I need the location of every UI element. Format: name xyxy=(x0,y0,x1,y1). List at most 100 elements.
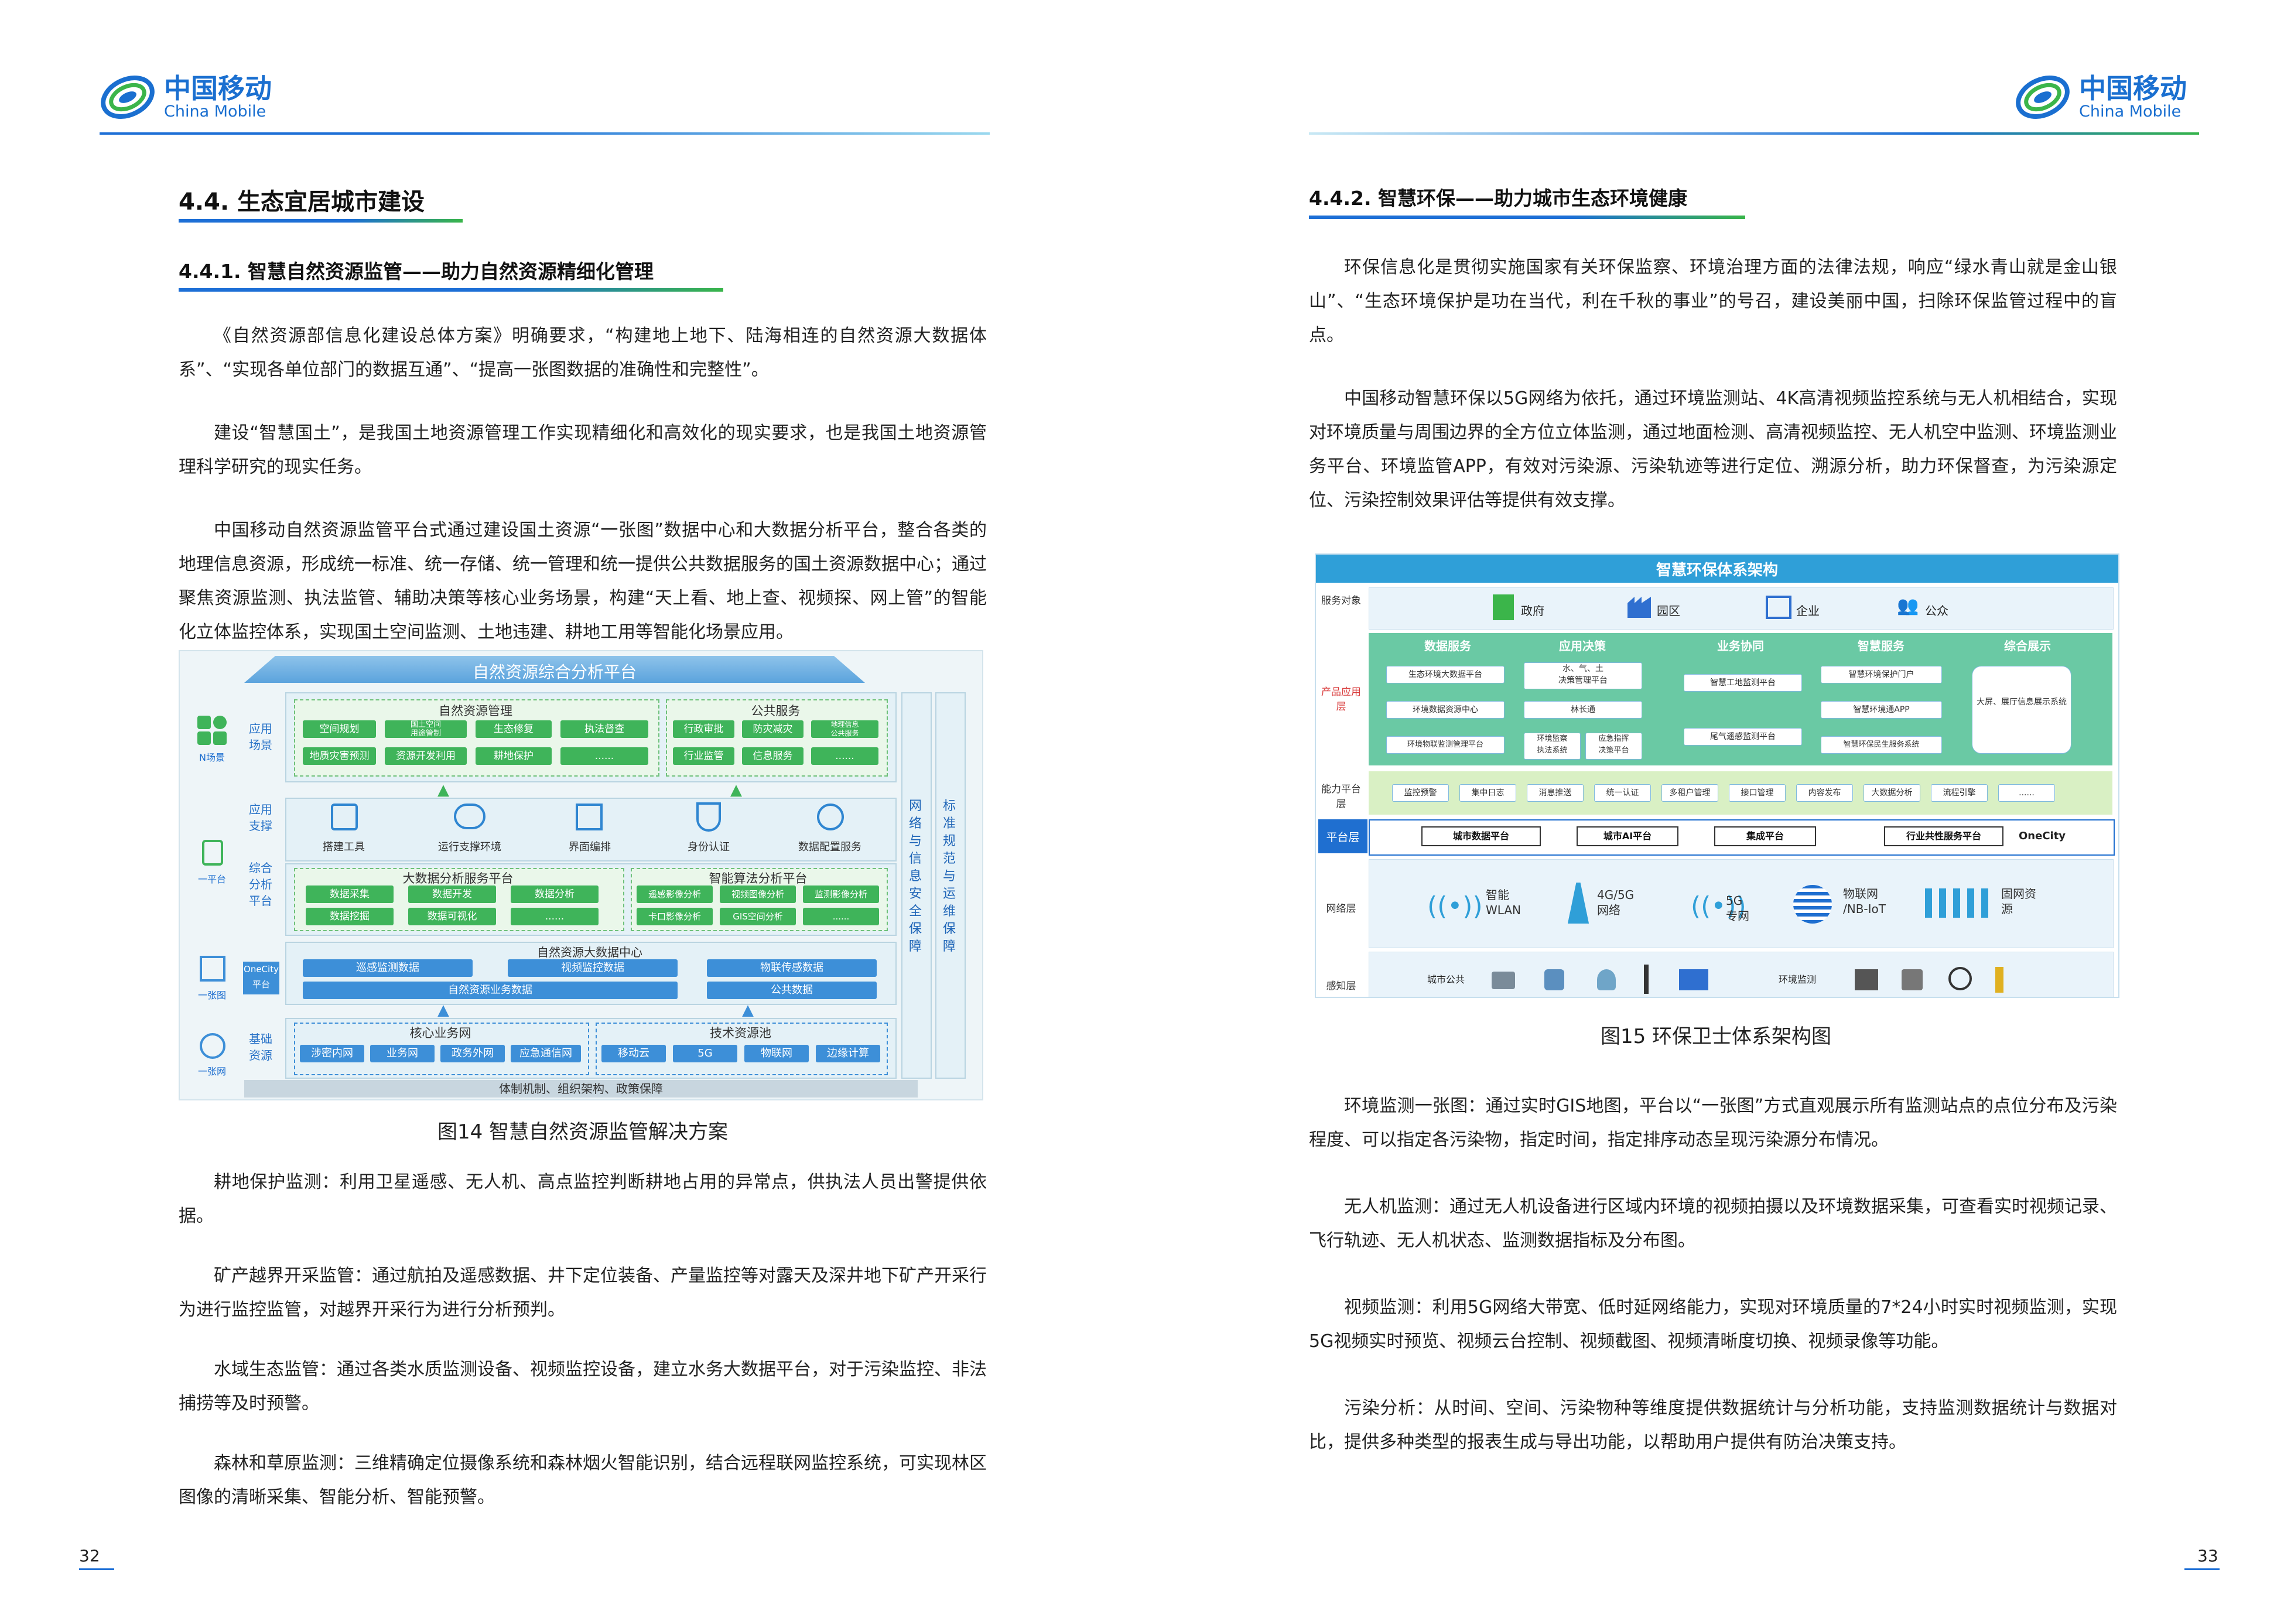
chip: 行业监管 xyxy=(673,747,734,765)
product-item: 环境数据资源中心 xyxy=(1386,701,1505,719)
paragraph: 污染分析：从时间、空间、污染物种等维度提供数据统计与分析功能，支持监测数据统计与… xyxy=(1309,1398,2117,1452)
figure-15-caption: 图15 环保卫士体系架构图 xyxy=(1600,1025,1832,1048)
server-icon xyxy=(1925,888,1989,918)
chip: 政务外网 xyxy=(440,1045,505,1062)
service-label: 园区 xyxy=(1657,604,1680,618)
service-label: 企业 xyxy=(1796,604,1820,618)
enterprise-icon xyxy=(1766,596,1791,619)
chip: ...... xyxy=(560,747,648,765)
chip: 业务网 xyxy=(370,1045,435,1062)
cloud-icon xyxy=(454,804,485,829)
chip: 涉密内网 xyxy=(300,1045,364,1062)
people-icon: 👥 xyxy=(1897,596,1919,616)
subsection-title: 4.4.2. 智慧环保——助力城市生态环境健康 xyxy=(1309,187,1687,210)
service-label: 政府 xyxy=(1521,604,1544,618)
paragraph: 环保信息化是贯彻实施国家有关环保监察、环境治理方面的法律法规，响应“绿水青山就是… xyxy=(1309,257,2117,346)
product-item: 生态环境大数据平台 xyxy=(1386,666,1505,683)
figure-15-title: 智慧环保体系架构 xyxy=(1656,562,1778,579)
product-item: 智慧环保民生服务系统 xyxy=(1821,736,1942,754)
chip: ...... xyxy=(811,747,878,765)
right-intro-text: 环保信息化是贯彻实施国家有关环保监察、环境治理方面的法律法规，响应“绿水青山就是… xyxy=(1309,251,2117,518)
security-bar xyxy=(901,692,932,1079)
paragraph: 环境监测一张图：通过实时GIS地图，平台以“一张图”方式直观展示所有监测站点的点… xyxy=(1309,1096,2117,1150)
right-detail-text: 环境监测一张图：通过实时GIS地图，平台以“一张图”方式直观展示所有监测站点的点… xyxy=(1309,1089,2117,1459)
network-item: 4G/5G 网络 xyxy=(1597,888,1635,917)
network-item: 物联网 /NB-IoT xyxy=(1843,887,1886,916)
row-label: 能力平台层 xyxy=(1321,784,1361,810)
chip: 资源开发利用 xyxy=(385,747,467,765)
chip: 5G xyxy=(673,1045,737,1062)
figure-15-title-bar xyxy=(1316,555,2118,583)
sensor-icon xyxy=(1544,969,1564,990)
brand-en: China Mobile xyxy=(2079,102,2182,121)
map-icon xyxy=(200,956,225,982)
row-label: 应用 支撑 xyxy=(249,802,272,833)
chip: 数据可视化 xyxy=(408,908,496,925)
brand-en: China Mobile xyxy=(164,102,266,121)
drone-icon xyxy=(1948,967,1972,990)
onecity-tag: OneCity 平台 xyxy=(243,962,279,994)
paragraph: 水域生态监管：通过各类水质监测设备、视频监控设备，建立水务大数据平台，对于污染监… xyxy=(179,1359,987,1414)
header-rule-left xyxy=(100,132,990,135)
row-side-label: 一张网 xyxy=(197,1066,226,1077)
bottom-guarantee: 体制机制、组织架构、政策保障 xyxy=(244,1080,918,1098)
platform-banner xyxy=(244,656,865,683)
service-row xyxy=(1369,587,2114,630)
row-label: 综合 分析 平台 xyxy=(249,861,272,908)
row-label: 基础 资源 xyxy=(249,1032,272,1062)
group-title: 核心业务网 xyxy=(409,1026,471,1040)
government-icon xyxy=(1493,594,1514,620)
row-label: 感知层 xyxy=(1326,980,1356,992)
china-mobile-logo-left: 中国移动 China Mobile xyxy=(100,69,272,125)
paragraph: 森林和草原监测：三维精确定位摄像系统和森林烟火智能识别，结合远程联网监控系统，可… xyxy=(179,1453,987,1507)
page-number-rule-left xyxy=(79,1568,114,1570)
chip: 数据采集 xyxy=(306,885,394,903)
up-arrow-icon: ▲ xyxy=(437,781,449,799)
chip: GIS空间分析 xyxy=(720,908,796,925)
camera-icon xyxy=(1492,972,1515,989)
chip: 自然资源业务数据 xyxy=(303,982,678,999)
pole-icon xyxy=(1644,965,1649,994)
paragraph: 《自然资源部信息化建设总体方案》明确要求，“构建地上地下、陆海相连的自然资源大数… xyxy=(179,326,987,380)
chip: 地理信息 公共服务 xyxy=(811,720,878,738)
network-item: 智能 WLAN xyxy=(1486,888,1521,917)
chip: 视频监控数据 xyxy=(508,959,678,977)
tech-pool-group xyxy=(596,1023,888,1075)
product-item: 尾气遥感监测平台 xyxy=(1684,728,1802,746)
apps-icon xyxy=(197,716,227,745)
platform-item: OneCity xyxy=(2019,830,2066,842)
chip: 数据挖掘 xyxy=(306,908,394,925)
china-mobile-logo-icon xyxy=(2016,76,2070,119)
column-header: 业务协同 xyxy=(1717,639,1764,653)
network-item: 5G 专网 xyxy=(1726,894,1749,923)
chip: 巡感监测数据 xyxy=(303,959,473,977)
row-label: 应用 场景 xyxy=(249,722,272,752)
wifi-icon: ((•)) xyxy=(1691,891,1746,921)
row-side-label: 一平台 xyxy=(197,874,226,885)
sensor-icon xyxy=(1597,969,1616,990)
row-side-label: N场景 xyxy=(199,752,225,763)
chip: 公共数据 xyxy=(707,982,877,999)
support-label: 搭建工具 xyxy=(323,841,365,853)
chip: ...... xyxy=(511,908,599,925)
group-title: 公共服务 xyxy=(751,704,801,718)
chip: 应急通信网 xyxy=(511,1045,581,1062)
iot-globe-icon xyxy=(1793,885,1832,924)
standard-bar xyxy=(935,692,966,1079)
support-label: 运行支撑环境 xyxy=(438,841,501,853)
chip: 物联网 xyxy=(744,1045,809,1062)
wifi-icon: ((•)) xyxy=(1427,891,1483,921)
chip: 空间规划 xyxy=(303,720,376,738)
page-number-left: 32 xyxy=(79,1546,100,1565)
page-number-right: 33 xyxy=(2197,1546,2218,1565)
ability-item: 消息推送 xyxy=(1527,784,1584,802)
product-item: 应急指挥 决策平台 xyxy=(1585,733,1642,760)
chip: 遥感影像分析 xyxy=(637,885,713,903)
security-bar-text: 网络与信息安全保障 xyxy=(908,799,922,954)
sensor-icon xyxy=(1995,967,2003,993)
chip: 国土空间 用途管制 xyxy=(385,720,467,738)
group-title: 技术资源池 xyxy=(710,1026,771,1040)
row-label: 服务对象 xyxy=(1321,595,1361,607)
figure-15-diagram: 智慧环保体系架构 服务对象 政府 园区 企业 👥 公众 产品应用层 数据服务 应… xyxy=(1315,553,2119,998)
chip: 卡口影像分析 xyxy=(637,908,713,925)
